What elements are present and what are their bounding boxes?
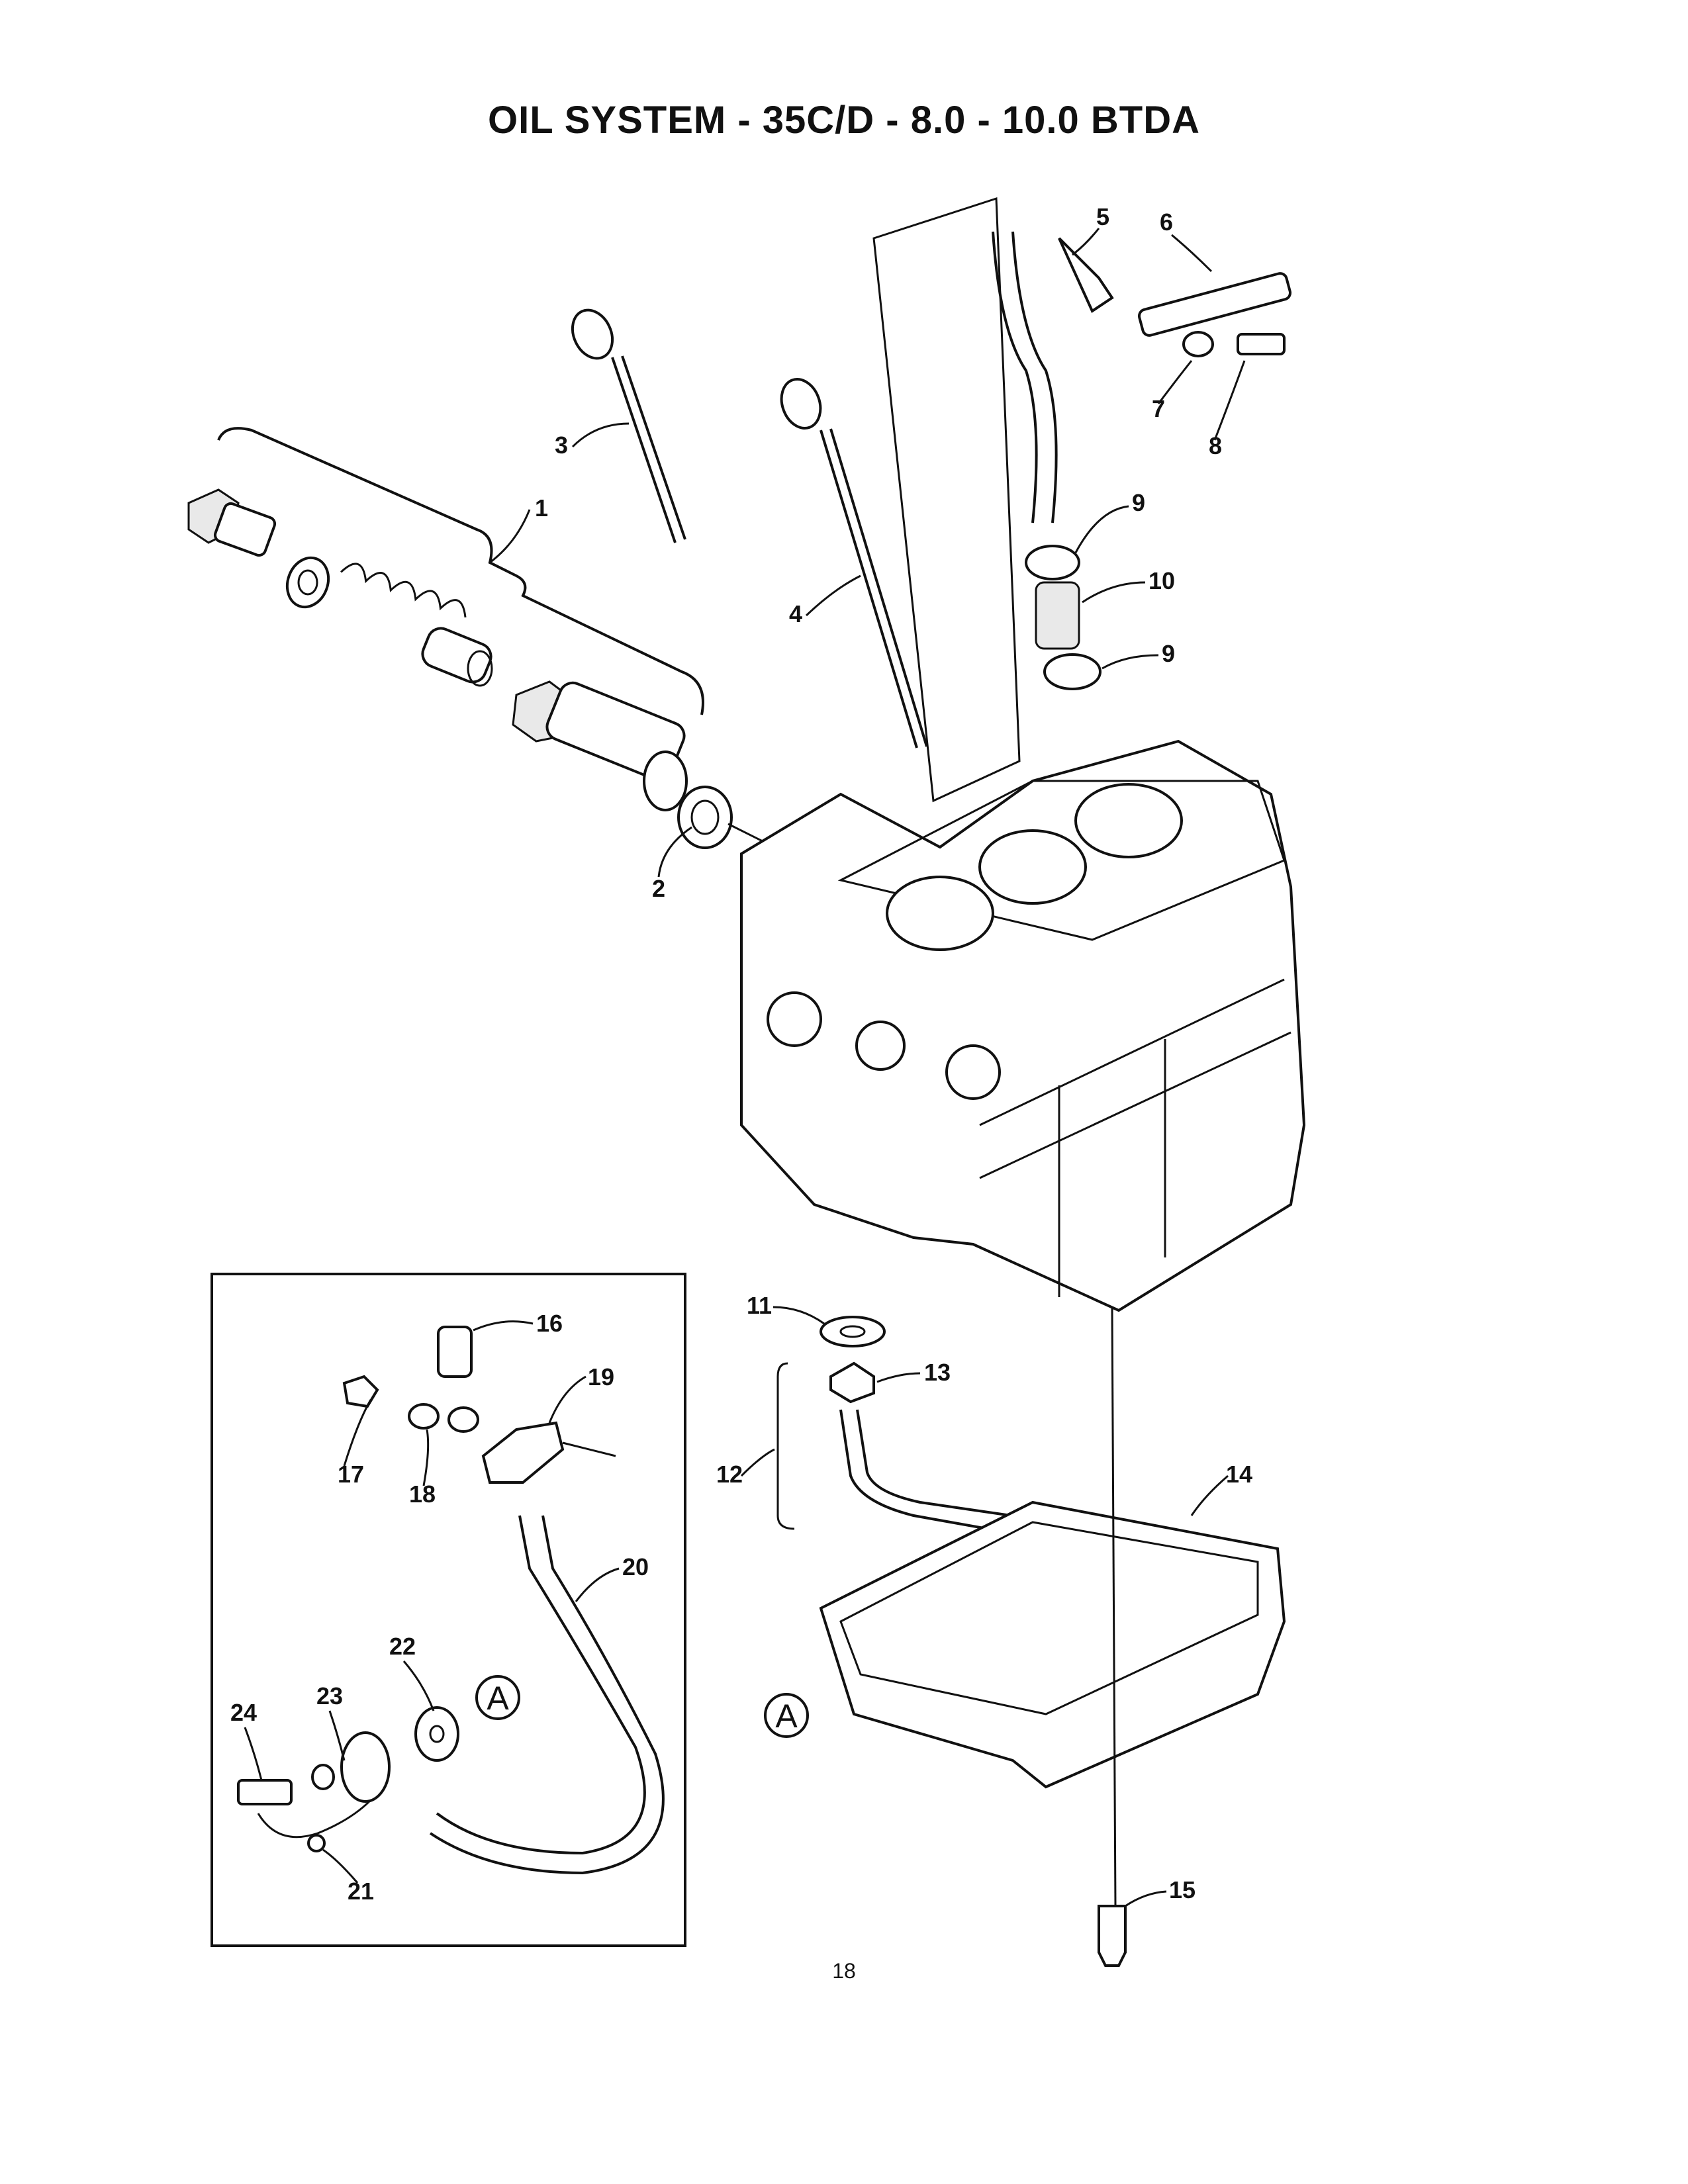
callout-6: 6 — [1160, 208, 1173, 236]
callout-12: 12 — [716, 1461, 743, 1488]
callout-9a: 9 — [1132, 489, 1145, 516]
callout-16: 16 — [536, 1310, 563, 1337]
dipstick-tube-assembly — [872, 197, 1292, 803]
callout-3: 3 — [555, 432, 568, 459]
callout-17: 17 — [338, 1461, 364, 1488]
reference-marker-inset: A — [475, 1675, 520, 1720]
callout-5: 5 — [1096, 203, 1109, 230]
callout-11: 11 — [747, 1292, 772, 1319]
reference-marker-sump: A — [764, 1693, 809, 1738]
svg-text:A: A — [775, 1698, 798, 1735]
leader-lines — [244, 228, 1246, 1907]
svg-text:A: A — [487, 1680, 509, 1717]
callout-19: 19 — [588, 1363, 614, 1390]
callout-24: 24 — [230, 1699, 257, 1726]
page-number: 18 — [832, 1959, 856, 1983]
callout-22: 22 — [389, 1633, 416, 1660]
callout-8: 8 — [1209, 432, 1222, 459]
oil-pickup-and-sump — [776, 1306, 1286, 1967]
callout-1: 1 — [535, 494, 548, 522]
callout-4: 4 — [789, 600, 802, 627]
relief-valve-assembly — [187, 427, 769, 849]
callout-14: 14 — [1226, 1461, 1252, 1488]
detail-inset — [211, 1273, 686, 1947]
callout-10: 10 — [1149, 567, 1175, 594]
callout-23: 23 — [316, 1682, 343, 1709]
page-title: OIL SYSTEM - 35C/D - 8.0 - 10.0 BTDA — [488, 99, 1200, 142]
callout-13: 13 — [924, 1359, 951, 1386]
callout-18: 18 — [409, 1480, 436, 1508]
callout-labels: 1 2 3 4 5 6 7 8 9 10 9 11 12 13 14 15 16… — [230, 203, 1252, 1905]
callout-7: 7 — [1152, 395, 1165, 422]
engine-block — [740, 739, 1306, 1312]
callout-20: 20 — [622, 1553, 649, 1580]
callout-15: 15 — [1169, 1876, 1196, 1903]
callout-21: 21 — [348, 1878, 374, 1905]
dipstick-parts — [571, 308, 928, 749]
callout-2: 2 — [652, 875, 665, 902]
callout-9b: 9 — [1162, 640, 1175, 667]
